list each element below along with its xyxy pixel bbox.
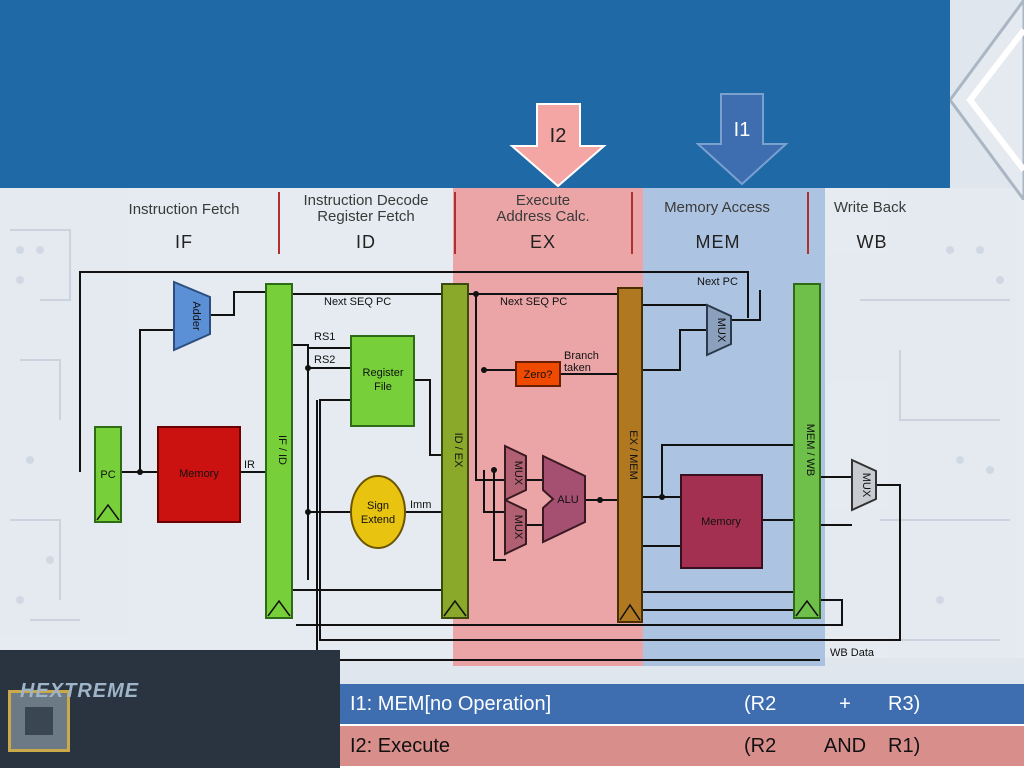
stage-ex-title-2: Address Calc. xyxy=(496,208,589,225)
next-pc-label: Next PC xyxy=(697,276,738,288)
stage-mem-abbr: MEM xyxy=(696,232,741,252)
register-file: Register File xyxy=(350,335,415,427)
rs1-label: RS1 xyxy=(314,331,335,343)
instruction-text: I2: Execute xyxy=(350,734,451,757)
mem-mux-label: MUX xyxy=(715,318,727,343)
mem-wb-label: MEM / WB xyxy=(804,424,816,477)
branch-taken-label-1: Branch xyxy=(564,350,599,362)
ex-mux-lower-label: MUX xyxy=(512,515,524,540)
stage-wb-title: Write Back xyxy=(834,199,907,216)
instruction-table: I1: MEM[no Operation] (R2 + R3) I2: Exec… xyxy=(340,684,1024,768)
ex-mem-label: EX / MEM xyxy=(627,430,639,480)
instruction-text: I1: MEM[no Operation] xyxy=(350,692,552,715)
alu-label: ALU xyxy=(557,494,578,506)
ex-mux-upper: MUX xyxy=(504,444,527,502)
i1-label: I1 xyxy=(734,119,751,141)
data-memory: Memory xyxy=(680,474,763,569)
id-ex-register: ID / EX xyxy=(441,283,469,619)
wb-mux: MUX xyxy=(851,458,877,512)
stage-id-title-2: Register Fetch xyxy=(317,208,415,225)
ex-highlight xyxy=(453,188,643,666)
stage-if-abbr: IF xyxy=(175,232,193,252)
ex-mux-lower: MUX xyxy=(504,498,527,556)
alu: ALU xyxy=(542,454,586,544)
mem-mux: MUX xyxy=(706,303,732,357)
branch-taken-label-2: taken xyxy=(564,362,591,374)
next-seq-pc-label-ex: Next SEQ PC xyxy=(500,296,567,308)
ir-label: IR xyxy=(244,459,255,471)
stage-ex-abbr: EX xyxy=(530,232,556,252)
ex-mux-upper-label: MUX xyxy=(512,461,524,486)
stage-id-abbr: ID xyxy=(356,232,376,252)
register-file-label-1: Register xyxy=(363,367,404,379)
wb-mux-label: MUX xyxy=(860,473,872,498)
operator: AND xyxy=(823,734,867,757)
corner-arrow-icon xyxy=(950,0,1024,200)
if-id-register: IF / ID xyxy=(265,283,293,619)
i1-arrow-icon: I1 xyxy=(695,93,789,186)
rs2-label: RS2 xyxy=(314,354,335,366)
operand-b: R3) xyxy=(888,692,921,715)
if-id-label: IF / ID xyxy=(276,435,288,465)
imm-label: Imm xyxy=(410,499,431,511)
data-memory-label: Memory xyxy=(701,516,741,528)
instruction-memory-label: Memory xyxy=(179,468,219,480)
i2-arrow-icon: I2 xyxy=(509,103,607,188)
operator: + xyxy=(839,692,851,715)
mem-wb-register: MEM / WB xyxy=(793,283,821,619)
sign-extend: Sign Extend xyxy=(350,475,406,549)
next-seq-pc-label-id: Next SEQ PC xyxy=(324,296,391,308)
stage-id-title-1: Instruction Decode xyxy=(303,192,428,209)
instruction-memory: Memory xyxy=(157,426,241,523)
pc-label: PC xyxy=(100,469,115,481)
sign-extend-label-2: Extend xyxy=(361,514,395,526)
junction-dots xyxy=(137,291,665,515)
adder-label: Adder xyxy=(190,301,202,331)
ex-mem-register: EX / MEM xyxy=(617,287,643,623)
top-banner xyxy=(0,0,950,188)
stage-if-title: Instruction Fetch xyxy=(129,201,240,218)
pc-register: PC xyxy=(94,426,122,523)
sign-extend-label-1: Sign xyxy=(367,500,389,512)
i2-label: I2 xyxy=(550,125,567,147)
register-file-label-2: File xyxy=(374,381,392,393)
operand-a: (R2 xyxy=(744,734,777,757)
stage-mem-title: Memory Access xyxy=(664,199,770,216)
id-ex-label: ID / EX xyxy=(452,433,464,469)
operand-a: (R2 xyxy=(744,692,777,715)
instruction-row-i2: I2: Execute (R2 AND R1) xyxy=(340,726,1024,768)
adder-block: Adder xyxy=(173,280,211,352)
instruction-row-i1: I1: MEM[no Operation] (R2 + R3) xyxy=(340,684,1024,726)
cpu-chip-icon xyxy=(8,690,70,752)
datapath-wires xyxy=(79,271,901,661)
wb-data-label: WB Data xyxy=(830,647,875,659)
zero-label: Zero? xyxy=(524,369,553,381)
logo-text: HEXTREME xyxy=(20,680,140,702)
stage-wb-abbr: WB xyxy=(857,232,888,252)
stage-ex-title-1: Execute xyxy=(516,192,570,209)
zero-detect: Zero? xyxy=(515,361,561,387)
operand-b: R1) xyxy=(888,734,921,757)
